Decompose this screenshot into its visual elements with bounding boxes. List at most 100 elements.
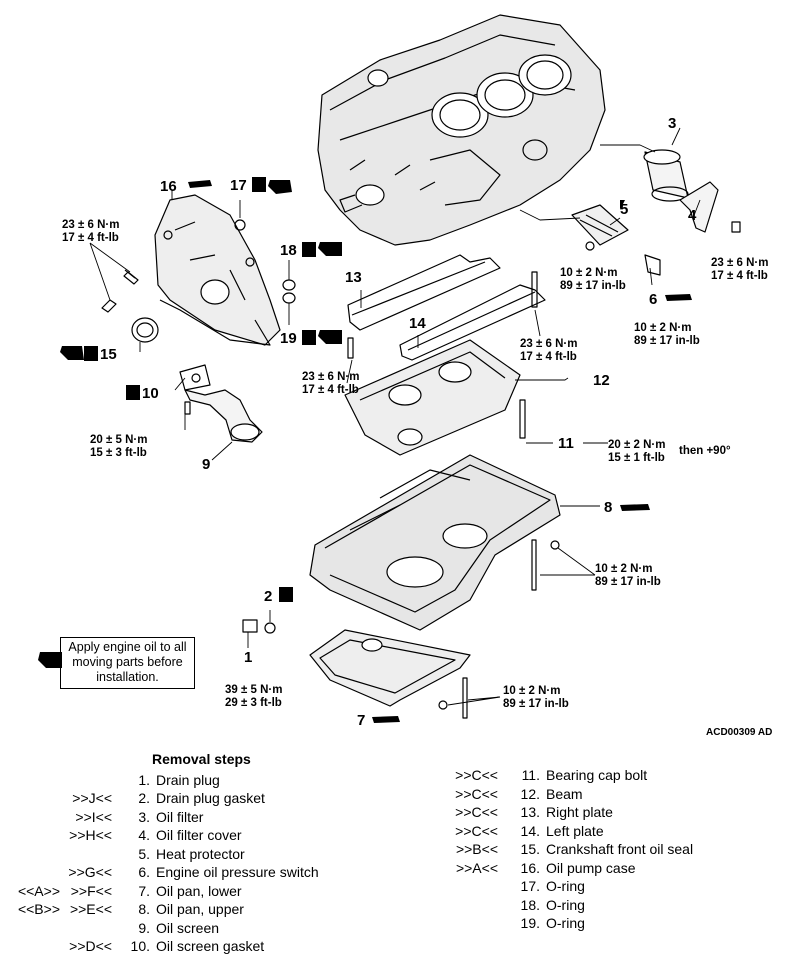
- removal-step-row: 19.O-ring: [440, 914, 693, 933]
- svg-text:10 ± 2 N·m: 10 ± 2 N·m: [560, 267, 617, 279]
- removal-steps-title: Removal steps: [152, 751, 251, 767]
- step-ref-installation: [440, 896, 498, 915]
- step-ref-installation: >>J<<: [72, 790, 112, 806]
- removal-step-row: >>C<<11.Bearing cap bolt: [440, 766, 693, 785]
- removal-step-row: 1. Drain plug: [0, 771, 319, 790]
- removal-step-row: >>G<<6.Engine oil pressure switch: [0, 863, 318, 882]
- removal-steps-left: Removal steps 1. Drain plug >>J<< 2. Drain p…: [0, 750, 319, 956]
- removal-step-row: >>B<<15.Crankshaft front oil seal: [440, 840, 693, 859]
- callout-18: 18: [280, 242, 297, 259]
- plate-bolt-drawing: [347, 337, 354, 359]
- step-number: 3.: [138, 808, 150, 825]
- svg-text:10 ± 2 N·m: 10 ± 2 N·m: [634, 322, 691, 334]
- step-label: Heat protector: [156, 845, 245, 862]
- step-ref-disassembly: [0, 808, 60, 827]
- step-ref-disassembly: [0, 863, 60, 882]
- svg-text:20 ± 2 N·m: 20 ± 2 N·m: [608, 439, 665, 451]
- beam-drawing: [344, 339, 521, 456]
- step-number: 4.: [138, 827, 150, 843]
- drain-gasket-drawing: [264, 622, 276, 634]
- svg-text:39 ± 5 N·m: 39 ± 5 N·m: [225, 684, 282, 696]
- sealant-tube-icons: [188, 180, 692, 723]
- callout-6: 6: [649, 291, 657, 308]
- pump-bolt-drawing: [101, 269, 139, 313]
- step-number: 9.: [138, 919, 150, 936]
- lower-pan-bolt-drawing: [462, 677, 468, 719]
- removal-step-row: >>C<<12.Beam: [440, 785, 693, 804]
- step-number: 15.: [520, 841, 540, 857]
- step-label: Beam: [546, 785, 583, 802]
- svg-text:17 ± 4 ft-lb: 17 ± 4 ft-lb: [520, 351, 577, 363]
- step-ref-installation: >>F<<: [70, 882, 112, 899]
- svg-text:23 ± 6 N·m: 23 ± 6 N·m: [520, 338, 577, 350]
- removal-step-row: <<B>>>>E<<8.Oil pan, upper: [0, 900, 319, 919]
- removal-step-row: 9.Oil screen: [0, 919, 319, 938]
- step-ref-installation: >>C<<: [455, 822, 498, 839]
- callout-10: 10: [142, 385, 159, 402]
- callout-1: 1: [244, 649, 252, 666]
- step-ref-installation: >>I<<: [75, 808, 112, 825]
- svg-text:17 ± 4 ft-lb: 17 ± 4 ft-lb: [62, 232, 119, 244]
- oring-18-drawing: [282, 279, 296, 291]
- step-ref-disassembly: <<A>>: [17, 882, 60, 899]
- step-label: Right plate: [546, 804, 613, 820]
- step-ref-installation: >>H<<: [69, 827, 112, 843]
- svg-text:89 ± 17 in-lb: 89 ± 17 in-lb: [595, 576, 661, 588]
- step-number: 2.: [138, 790, 150, 806]
- callout-13: 13: [345, 269, 362, 286]
- new-part-badges: N N N N N N: [84, 177, 316, 603]
- callout-5: 5: [620, 201, 628, 218]
- leader-lines: [89, 127, 701, 706]
- callout-8: 8: [604, 499, 612, 516]
- step-ref-disassembly: [0, 919, 60, 938]
- bearing-cap-bolt-drawing: [519, 399, 526, 439]
- svg-text:N: N: [255, 178, 264, 193]
- removal-step-row: >>A<<16.Oil pump case: [440, 859, 693, 878]
- removal-step-row: >>C<<14.Left plate: [440, 822, 693, 841]
- callout-11: 11: [558, 435, 574, 452]
- upper-pan-bolt-drawing: [531, 539, 537, 591]
- lower-oil-pan-drawing: [309, 629, 471, 707]
- step-number: 17.: [520, 878, 540, 894]
- svg-text:N: N: [282, 588, 291, 603]
- step-label: O-ring: [546, 878, 585, 894]
- callout-7: 7: [357, 712, 365, 729]
- step-ref-installation: >>E<<: [69, 901, 112, 917]
- step-number: 19.: [520, 915, 540, 931]
- svg-text:89 ± 17 in-lb: 89 ± 17 in-lb: [634, 335, 700, 347]
- oil-application-note: Apply engine oil to all moving parts bef…: [60, 637, 195, 689]
- exploded-diagram: N N N N N N 1 2 3 4 5 6 7 8 9 10 11 12 1…: [38, 14, 768, 729]
- step-number: 10.: [130, 938, 150, 954]
- svg-text:89 ± 17 in-lb: 89 ± 17 in-lb: [503, 698, 569, 710]
- step-ref-installation: [440, 877, 498, 896]
- step-label: Drain plug: [156, 771, 220, 788]
- step-label: Oil screen gasket: [156, 938, 265, 954]
- step-ref-installation: >>C<<: [455, 767, 498, 783]
- step-label: Crankshaft front oil seal: [546, 841, 694, 857]
- callout-16: 16: [160, 178, 177, 195]
- step-label: O-ring: [546, 896, 585, 913]
- step-ref-installation: >>C<<: [455, 804, 498, 820]
- svg-text:10 ± 2 N·m: 10 ± 2 N·m: [503, 685, 560, 697]
- step-number: 18.: [520, 896, 540, 913]
- step-ref-disassembly: [0, 937, 60, 956]
- step-ref-installation: [60, 919, 112, 938]
- oil-can-icons: [38, 180, 342, 668]
- step-ref-disassembly: <<B>>: [17, 901, 60, 917]
- step-label: Drain plug gasket: [156, 790, 265, 806]
- svg-text:29 ± 3 ft-lb: 29 ± 3 ft-lb: [225, 697, 282, 709]
- step-label: Oil pan, lower: [156, 882, 242, 899]
- oring-17-drawing: [234, 219, 246, 231]
- removal-step-row: >>C<<13.Right plate: [440, 803, 693, 822]
- callout-9: 9: [202, 456, 210, 473]
- step-ref-installation: >>A<<: [455, 859, 498, 876]
- front-seal-drawing: [131, 317, 159, 343]
- right-plate-drawing: [347, 254, 501, 331]
- svg-text:23 ± 6 N·m: 23 ± 6 N·m: [62, 219, 119, 231]
- removal-steps-right: >>C<<11.Bearing cap bolt>>C<<12.Beam>>C<…: [440, 766, 693, 933]
- step-label: Oil pump case: [546, 859, 636, 876]
- step-number: 7.: [138, 882, 150, 899]
- removal-step-row: >>H<<4.Oil filter cover: [0, 826, 319, 845]
- step-number: 1.: [138, 771, 150, 788]
- callout-17: 17: [230, 177, 247, 194]
